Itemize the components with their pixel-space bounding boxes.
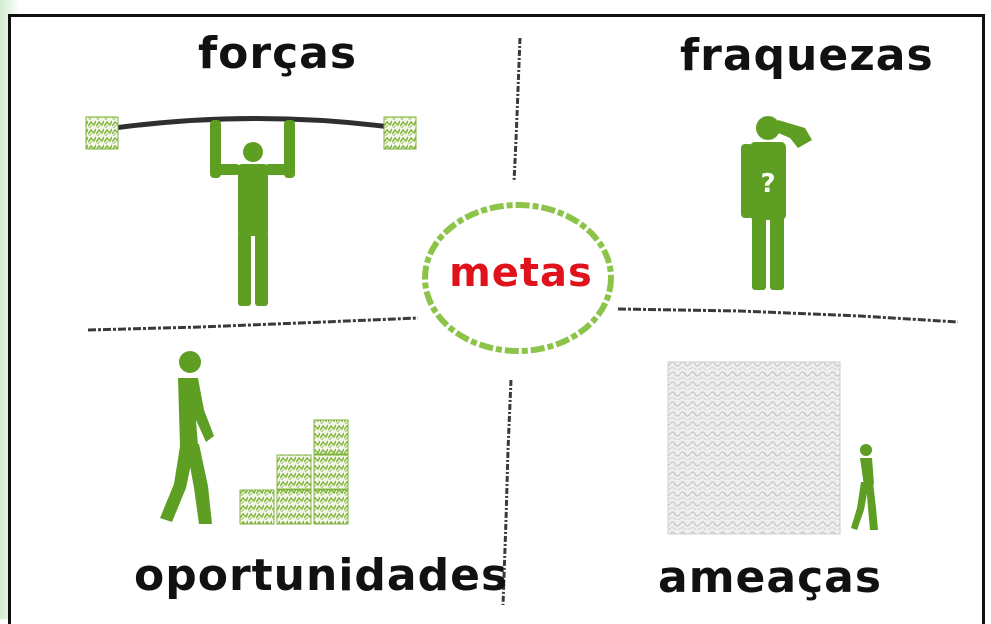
divider-bottom bbox=[501, 379, 513, 606]
strengths-label: forças bbox=[198, 28, 358, 79]
walking-person-icon bbox=[160, 351, 214, 524]
stair-blocks-icon bbox=[239, 419, 349, 525]
threats-label: ameaças bbox=[658, 552, 883, 603]
threat-block-icon bbox=[667, 361, 841, 535]
divider-left bbox=[87, 316, 419, 332]
question-mark: ? bbox=[760, 169, 775, 199]
center-goals-label: metas bbox=[449, 250, 593, 296]
weaknesses-label: fraquezas bbox=[680, 30, 934, 81]
barbell-icon bbox=[85, 116, 417, 150]
lifting-person-icon bbox=[210, 120, 295, 306]
divider-top bbox=[512, 37, 522, 183]
small-walking-person-icon bbox=[851, 444, 878, 530]
center-circle bbox=[422, 202, 614, 354]
opportunities-label: oportunidades bbox=[134, 550, 509, 601]
thinking-person-icon: ? bbox=[741, 116, 812, 290]
divider-right bbox=[617, 307, 959, 324]
